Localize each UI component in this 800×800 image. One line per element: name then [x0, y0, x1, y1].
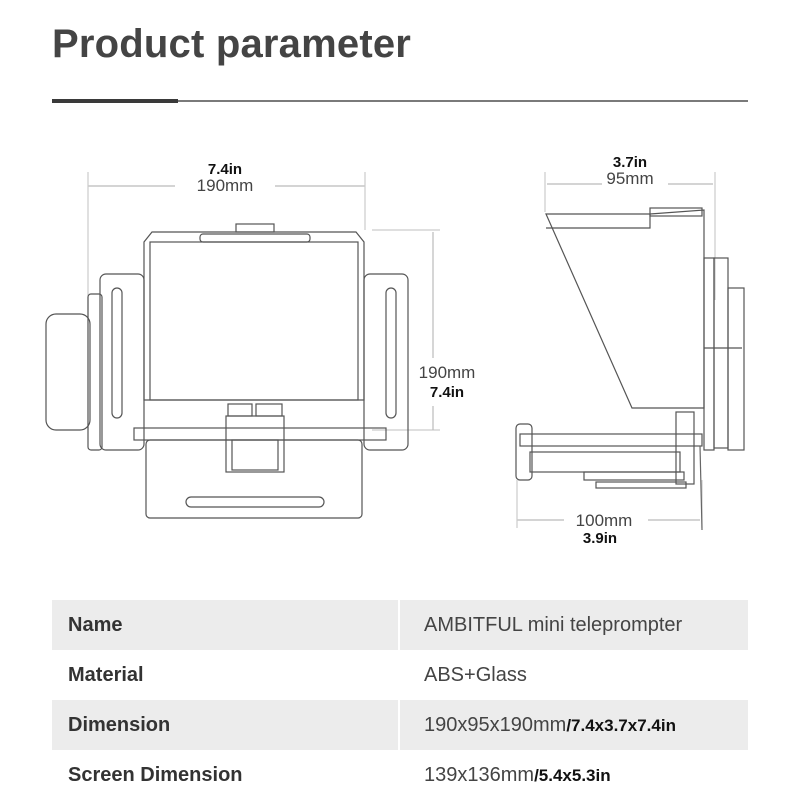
side-base-label: 100mm 3.9in [554, 512, 654, 546]
side-view-outline [515, 172, 745, 531]
spec-value-text: ABS+Glass [424, 663, 527, 686]
spec-value: 190x95x190mm/7.4x3.7x7.4in [400, 714, 748, 737]
spec-label: Screen Dimension [68, 763, 243, 786]
spec-row-name: Name AMBITFUL mini teleprompter [52, 600, 748, 650]
spec-row-material: Material ABS+Glass [52, 650, 748, 700]
title-underline [52, 100, 748, 102]
spec-value: AMBITFUL mini teleprompter [400, 614, 748, 637]
front-width-mm: 190mm [196, 176, 254, 195]
title-underline-accent [52, 99, 178, 103]
spec-value-text: 139x136mm [424, 763, 535, 786]
spec-row-screen-dimension: Screen Dimension 139x136mm/5.4x5.3in [52, 750, 748, 800]
spec-row-dimension: Dimension 190x95x190mm/7.4x3.7x7.4in [52, 700, 748, 750]
spec-label: Dimension [68, 713, 171, 736]
front-height-mm: 190mm [418, 363, 476, 382]
spec-label: Name [68, 613, 123, 636]
front-width-in: 7.4in [207, 161, 243, 178]
side-depth-in: 3.7in [612, 154, 648, 171]
side-base-in: 3.9in [582, 530, 618, 547]
spec-value-imperial: /5.4x5.3in [534, 765, 611, 785]
front-height-label: 190mm 7.4in [402, 364, 492, 400]
spec-value-text: AMBITFUL mini teleprompter [424, 613, 683, 636]
spec-value-text: 190x95x190mm [424, 713, 567, 736]
spec-label: Material [68, 663, 144, 686]
product-drawing [45, 172, 745, 531]
side-base-mm: 100mm [575, 511, 633, 530]
spec-table: Name AMBITFUL mini teleprompter Material… [52, 600, 748, 800]
spec-divider [398, 650, 400, 700]
spec-divider [398, 600, 400, 650]
spec-divider [398, 700, 400, 750]
spec-value: ABS+Glass [400, 664, 748, 687]
spec-divider [398, 750, 400, 800]
front-width-label: 7.4in 190mm [160, 162, 290, 194]
front-height-in: 7.4in [429, 384, 465, 401]
side-depth-mm: 95mm [606, 169, 654, 188]
spec-value: 139x136mm/5.4x5.3in [400, 764, 748, 787]
spec-value-imperial: /7.4x3.7x7.4in [566, 715, 676, 735]
side-depth-label: 3.7in 95mm [580, 155, 680, 187]
front-view-outline [45, 172, 440, 519]
page-title: Product parameter [52, 22, 412, 66]
